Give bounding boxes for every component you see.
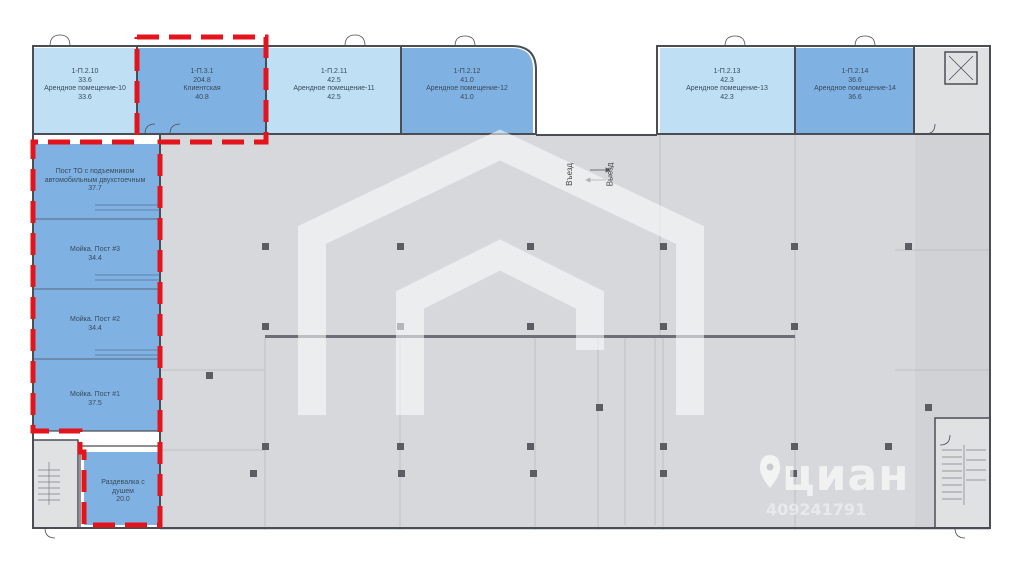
room-area: 34.4	[88, 254, 102, 262]
unit-area: 204.8	[193, 76, 211, 84]
unit-2-13[interactable]	[660, 48, 795, 133]
location-pin-icon	[760, 455, 780, 488]
room-wash-3[interactable]	[33, 219, 160, 289]
unit-2-11[interactable]	[267, 48, 401, 133]
room-area: 37.7	[88, 185, 102, 192]
parking-lines	[160, 135, 990, 530]
unit-area: 41.0	[460, 76, 474, 84]
room-wash-2[interactable]	[33, 289, 160, 359]
unit-name: Арендное помещение-14	[814, 85, 896, 92]
room-name: Раздевалка с душем	[101, 479, 145, 495]
stair-icon	[32, 439, 79, 529]
unit-area-secondary: 36.6	[848, 93, 862, 101]
watermark-brand: циан	[782, 450, 910, 501]
unit-area: 42.5	[327, 76, 341, 84]
unit-code: 1-П.2.11	[320, 68, 348, 75]
unit-label-2-11: 1-П.2.11 42.5 Арендное помещение-11 42.5	[284, 68, 384, 102]
room-area: 20.0	[116, 496, 130, 503]
unit-2-12[interactable]	[402, 48, 533, 133]
room-label-wash-2: Мойка. Пост #2 34.4	[40, 316, 150, 333]
room-area: 34.4	[88, 324, 102, 332]
house-logo-icon	[298, 129, 704, 415]
exit-label: Выезд	[605, 162, 615, 187]
unit-area-secondary: 33.6	[78, 93, 92, 101]
watermark-id: 409241791	[766, 500, 867, 519]
unit-label-2-14: 1-П.2.14 36.6 Арендное помещение-14 36.6	[805, 68, 905, 102]
room-area: 37.5	[88, 399, 102, 407]
unit-code: 1-П.3.1	[190, 68, 214, 75]
unit-2-14[interactable]	[796, 48, 914, 133]
elevator-icon	[944, 51, 978, 85]
room-name: Мойка. Пост #1	[69, 391, 121, 398]
unit-code: 1-П.2.10	[71, 68, 99, 75]
unit-area-secondary: 42.3	[720, 93, 734, 101]
unit-area: 42.3	[720, 76, 734, 84]
room-fixtures	[95, 204, 160, 356]
room-label-locker: Раздевалка с душем 20.0	[90, 479, 156, 505]
unit-code: 1-П.2.14	[841, 68, 869, 75]
room-locker[interactable]	[84, 452, 161, 525]
unit-code: 1-П.2.13	[713, 68, 741, 75]
stair-icon	[934, 417, 991, 529]
ramp-divider	[265, 335, 795, 338]
room-name: Пост ТО с подъемником автомобильным двух…	[44, 168, 146, 184]
room-label-service-post: Пост ТО с подъемником автомобильным двух…	[40, 168, 150, 194]
unit-label-2-13: 1-П.2.13 42.3 Арендное помещение-13 42.3	[677, 68, 777, 102]
unit-area: 33.6	[78, 76, 92, 84]
unit-label-2-12: 1-П.2.12 41.0 Арендное помещение-12 41.0	[417, 68, 517, 102]
unit-area-secondary: 42.5	[327, 93, 341, 101]
unit-label-3-1: 1-П.3.1 204.8 Клиентская 40.8	[152, 68, 252, 102]
unit-code: 1-П.2.12	[453, 68, 481, 75]
room-label-wash-1: Мойка. Пост #1 37.5	[40, 391, 150, 408]
door-icon	[44, 34, 966, 539]
room-wash-1[interactable]	[33, 359, 160, 431]
unit-area-secondary: 41.0	[460, 93, 474, 101]
room-label-wash-3: Мойка. Пост #3 34.4	[40, 246, 150, 263]
room-service-post[interactable]	[33, 144, 160, 219]
unit-name: Арендное помещение-13	[686, 85, 768, 92]
room-name: Мойка. Пост #2	[69, 316, 121, 323]
entry-label: Въезд	[564, 163, 574, 186]
unit-name: Арендное помещение-10	[44, 85, 126, 92]
unit-label-2-10: 1-П.2.10 33.6 Арендное помещение-10 33.6	[40, 68, 130, 102]
unit-area-secondary: 40.8	[195, 93, 209, 101]
room-name: Мойка. Пост #3	[69, 246, 121, 253]
unit-name: Клиентская	[183, 85, 221, 92]
unit-2-10[interactable]	[33, 48, 137, 133]
highlight-boundary	[30, 34, 269, 528]
unit-3-1[interactable]	[138, 48, 266, 133]
unit-name: Арендное помещение-12	[426, 85, 508, 92]
unit-area: 36.6	[848, 76, 862, 84]
unit-name: Арендное помещение-11	[293, 85, 375, 92]
